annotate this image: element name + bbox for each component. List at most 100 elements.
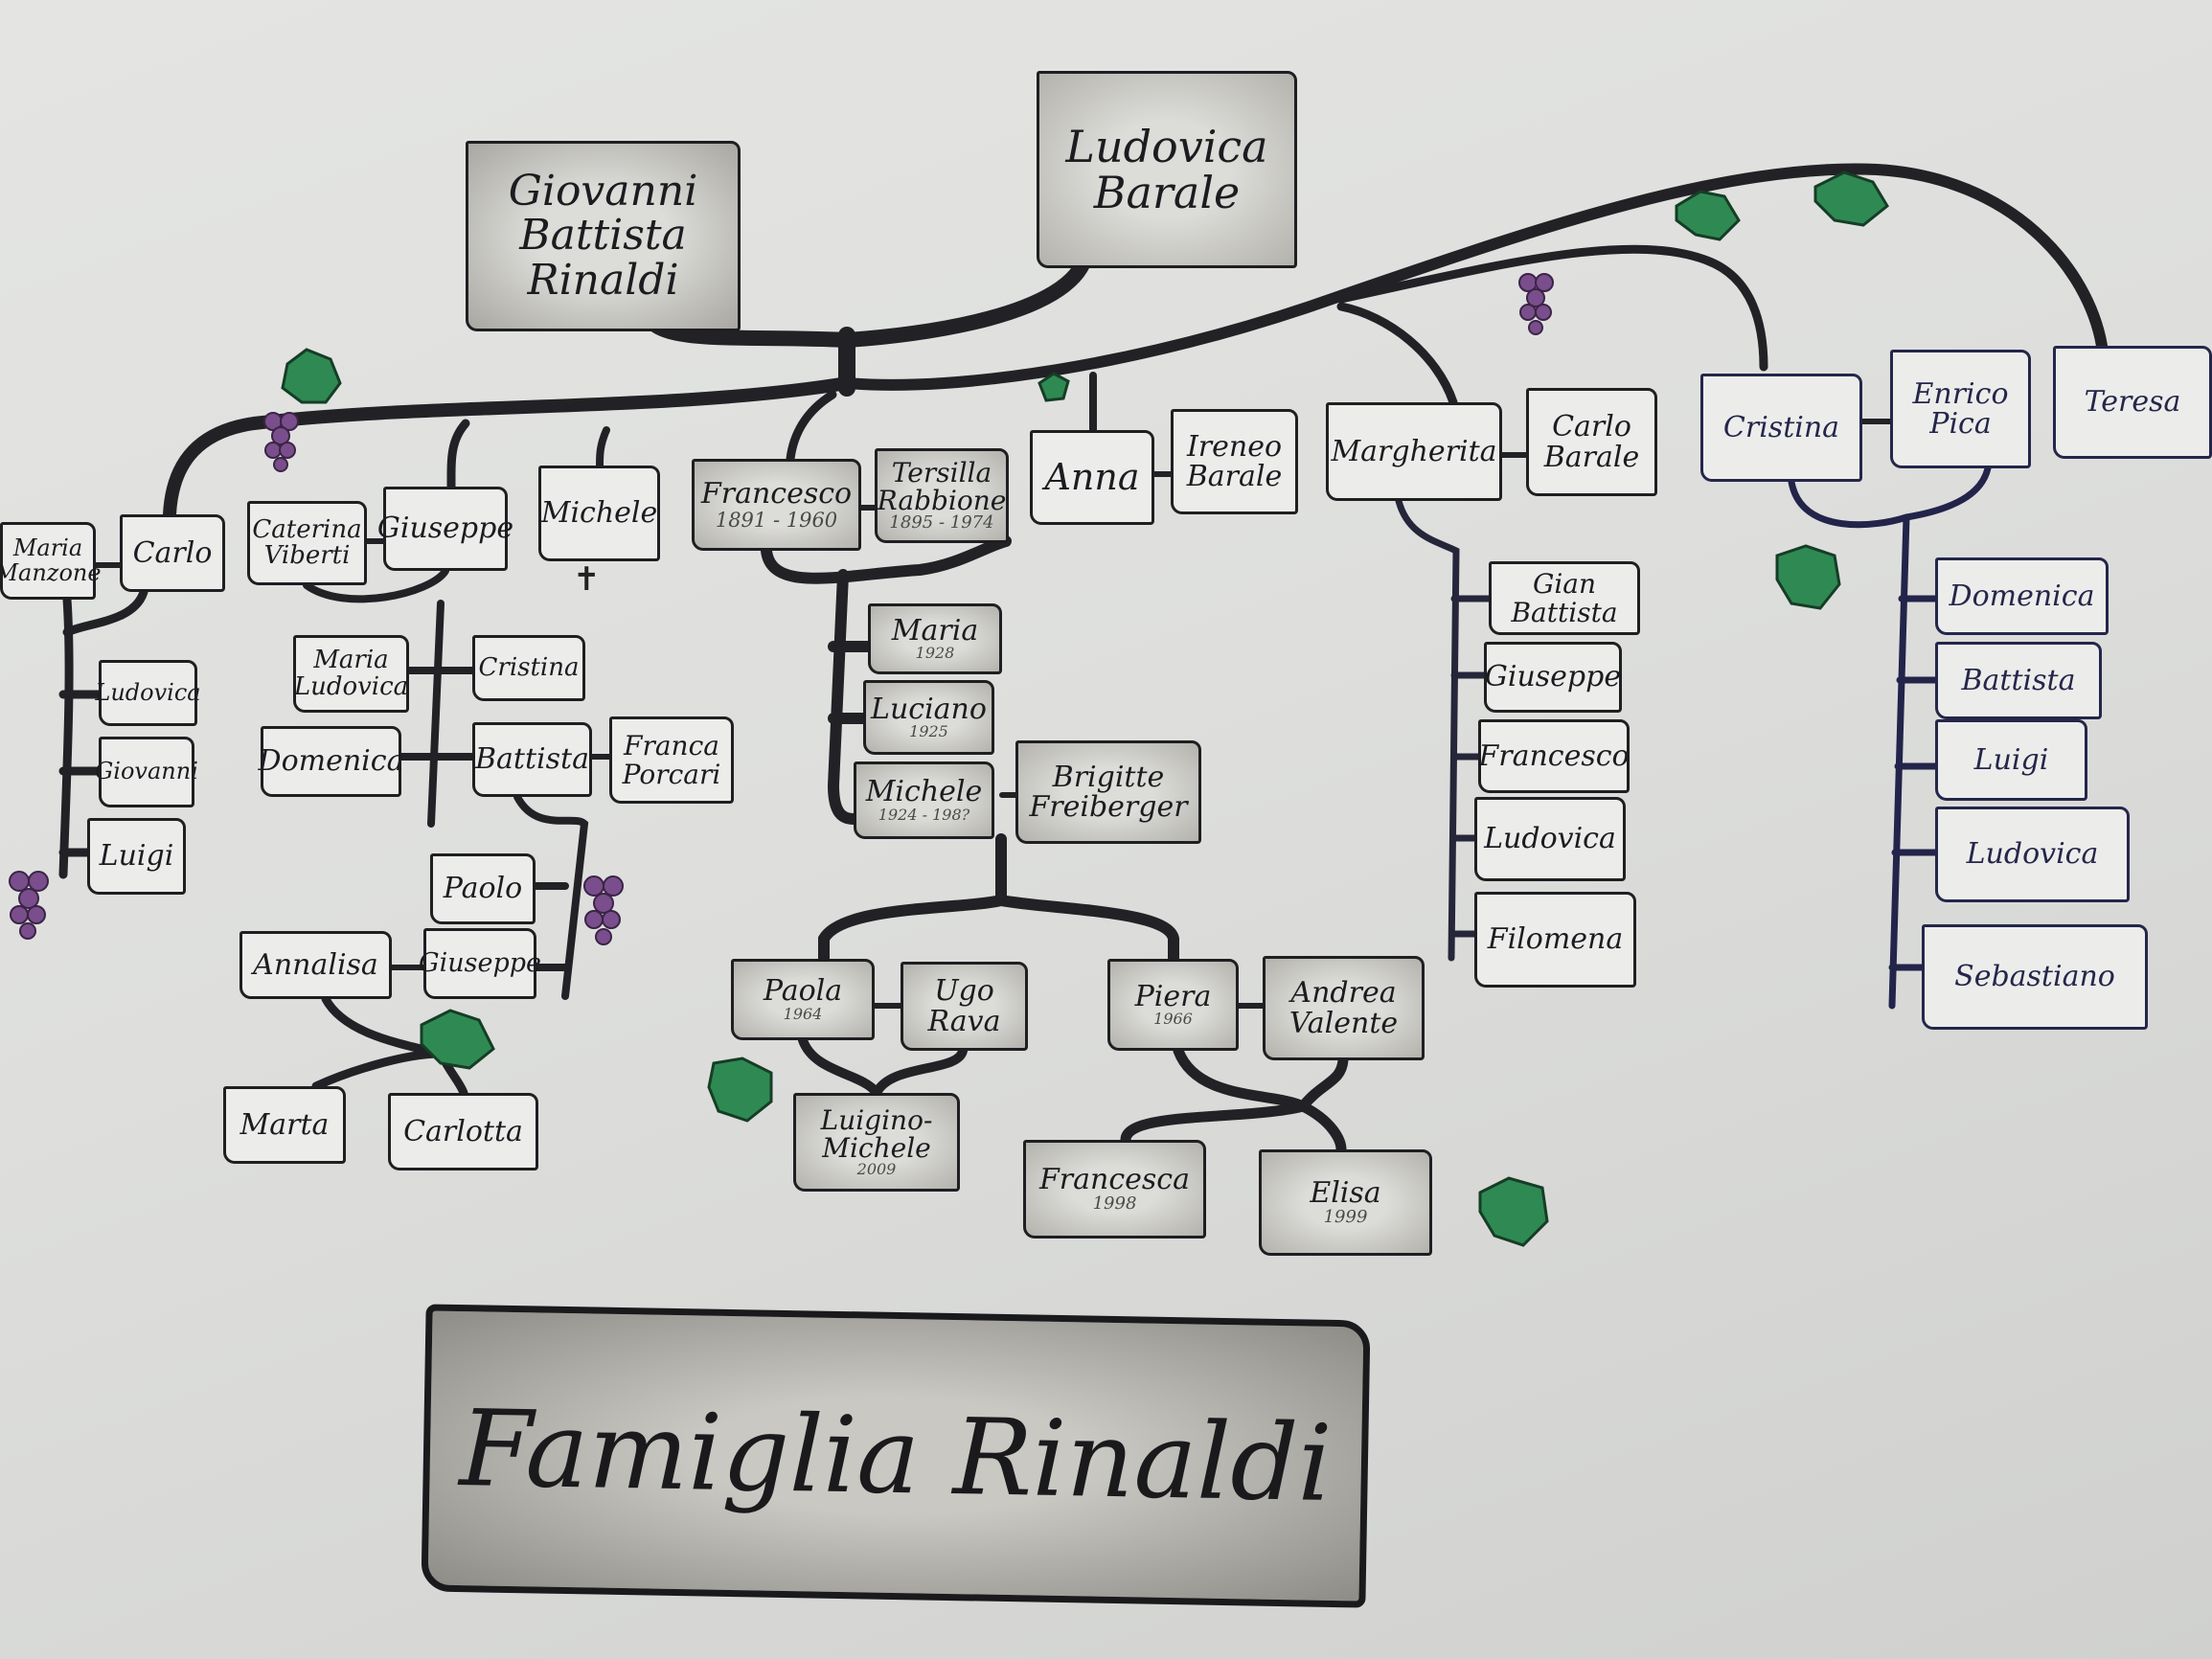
person-marta: Marta [223,1086,346,1164]
person-name: Carlo Barale [1543,410,1640,474]
person-giovanni: Giovanni [95,737,198,807]
person-filomena: Filomena [1474,892,1636,988]
person-luigi: Luigi [87,818,186,895]
cross-icon: ✝ [573,560,601,599]
person-name: Ludovica [1484,822,1616,856]
person-michele: Michele [538,466,660,561]
person-name: Luigi [99,839,174,874]
person-name: Cristina [478,652,580,682]
grape-icons [9,273,1554,945]
person-name: Carlo [132,535,213,570]
person-maria-ludovica: Maria Ludovica [293,635,409,713]
person-teresa: Teresa [2053,346,2212,459]
person-name: Paolo [443,872,523,906]
person-andrea-valente: Andrea Valente [1263,956,1425,1060]
person-dates: 1895 - 1974 [889,512,994,534]
person-name: Maria Ludovica [293,646,409,701]
person-anna: Anna [1030,430,1154,525]
person-dates: 1925 [909,722,948,741]
person-dates: 1891 - 1960 [715,508,838,532]
person-name: Marta [239,1107,330,1142]
person-name: Tersilla Rabbione [877,456,1007,517]
family-title-banner: Famiglia Rinaldi [421,1304,1371,1608]
person-brigitte-freiberger: Brigitte Freiberger [1015,740,1201,844]
person-name: Giuseppe [1484,660,1622,694]
person-gian-battista: Gian Battista [1489,561,1640,635]
person-maria-manzone: Maria Manzone [0,522,102,600]
person-name: Caterina Viberti [252,514,362,570]
person-giovanni-battista-rinaldi: Giovanni Battista Rinaldi [466,141,741,331]
person-name: Paola [763,974,843,1009]
person-name: Margherita [1331,434,1497,468]
person-dates: 1999 [1323,1206,1368,1227]
person-name: Luciano [871,692,987,726]
person-name: Ireneo Barale [1186,429,1283,493]
person-sebastiano: Sebastiano [1922,924,2148,1030]
person-name: Filomena [1487,922,1624,957]
person-franca-porcari: Franca Porcari [609,716,734,804]
person-margherita: Margherita [1326,402,1502,501]
person-ireneo-barale: Ireneo Barale [1171,409,1298,514]
person-carlotta: Carlotta [388,1093,538,1170]
person-enrico-pica: Enrico Pica [1890,350,2031,468]
person-name: Francesco [700,477,853,511]
person-name: Franca Porcari [622,730,721,790]
person-domenica: Domenica [258,726,404,797]
person-ludovica-2: Ludovica [1474,797,1626,881]
person-name: Ludovica [1966,837,2099,872]
person-name: Domenica [258,744,404,779]
person-francesco-2: Francesco [1478,719,1630,793]
person-giuseppe-2: Giuseppe [419,928,541,999]
person-dates: 1998 [1092,1193,1137,1214]
person-ugo-rava: Ugo Rava [901,962,1028,1051]
person-annalisa: Annalisa [239,931,392,999]
person-carlo: Carlo [120,514,225,592]
person-name: Giovanni Battista Rinaldi [508,167,698,305]
person-cristina-2: Cristina [472,635,585,701]
person-name: Ludovica [95,678,201,706]
person-battista-2: Battista [1935,642,2102,719]
person-name: Francesco [1478,739,1630,773]
person-name: Anna [1044,455,1140,498]
person-name: Gian Battista [1511,568,1618,628]
person-name: Domenica [1949,579,2095,613]
person-name: Teresa [2084,385,2181,420]
person-battista: Battista [472,722,592,797]
person-name: Elisa [1310,1176,1381,1211]
person-name: Luigi [1973,742,2049,777]
person-name: Sebastiano [1954,960,2115,994]
person-ludovica-barale: Ludovica Barale [1037,71,1297,268]
leaf-icons [281,170,1889,1247]
person-name: Enrico Pica [1912,376,2009,441]
person-dates: 1928 [915,644,955,663]
person-domenica-2: Domenica [1935,557,2109,635]
person-giuseppe-3: Giuseppe [1484,642,1622,713]
person-cristina: Cristina [1700,374,1862,482]
person-dates: 1966 [1153,1010,1193,1029]
person-luigi-2: Luigi [1935,719,2087,801]
person-name: Giuseppe [419,947,541,978]
person-name: Francesca [1038,1163,1190,1197]
family-title: Famiglia Rinaldi [458,1387,1334,1525]
person-dates: 2009 [856,1160,897,1179]
person-dates: 1964 [783,1004,823,1023]
person-name: Carlotta [403,1114,523,1148]
person-name: Giuseppe [376,511,514,546]
person-name: Annalisa [253,947,378,982]
person-name: Michele [865,775,983,809]
person-caterina-viberti: Caterina Viberti [247,501,367,585]
person-name: Cristina [1722,410,1840,444]
person-name: Luigino- Michele [820,1103,933,1165]
person-ludovica-3: Ludovica [1935,807,2130,902]
person-name: Maria [891,613,979,648]
